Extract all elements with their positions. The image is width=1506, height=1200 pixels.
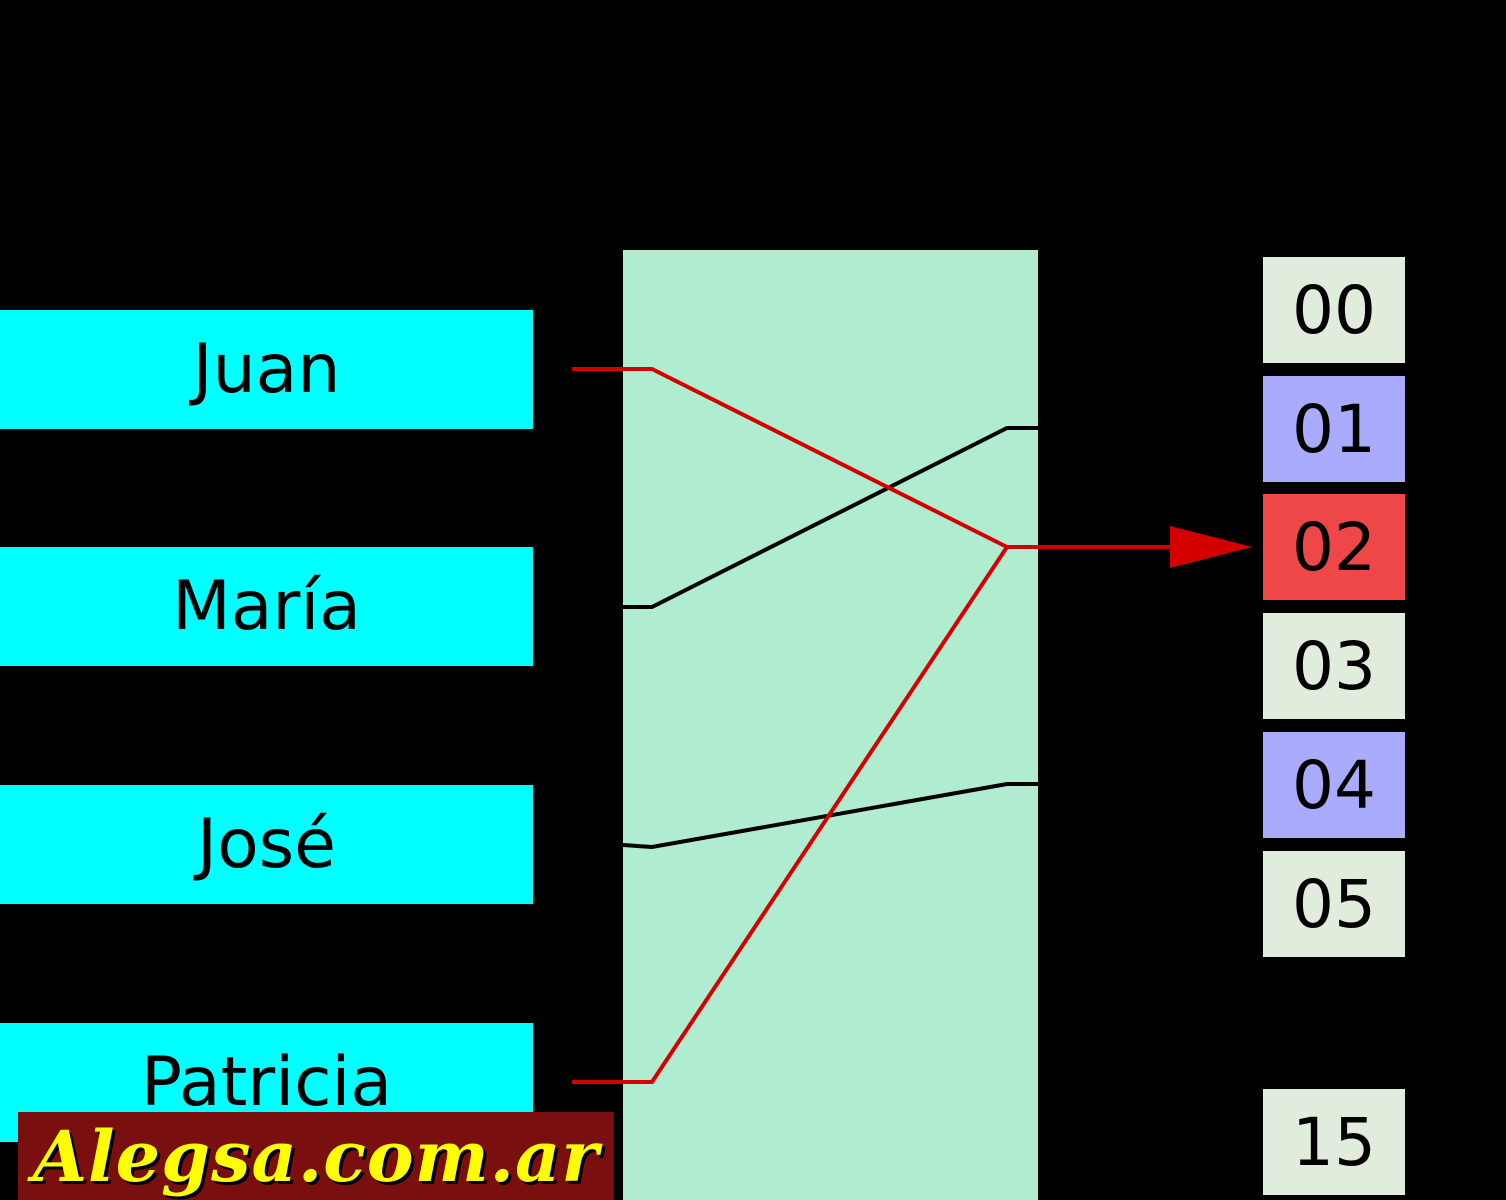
key-label-maria: María <box>172 567 361 646</box>
line-maria-to-01 <box>623 426 1038 609</box>
key-label-jose: José <box>197 805 336 884</box>
bucket-label-03: 03 <box>1292 627 1376 705</box>
hash-function-box <box>623 250 1038 1200</box>
bucket-03: 03 <box>1263 613 1405 719</box>
bucket-01: 01 <box>1263 376 1405 482</box>
bucket-label-01: 01 <box>1292 390 1376 468</box>
key-label-patricia: Patricia <box>140 1043 393 1122</box>
arrowhead-icon <box>1170 526 1252 568</box>
key-box-juan: Juan <box>0 310 533 429</box>
bucket-label-15: 15 <box>1292 1103 1376 1181</box>
watermark-banner: Alegsa.com.ar <box>18 1112 614 1200</box>
bucket-02: 02 <box>1263 494 1405 600</box>
bucket-label-05: 05 <box>1292 865 1376 943</box>
line-juan-to-02 <box>572 367 1008 549</box>
key-label-juan: Juan <box>192 330 341 409</box>
key-box-jose: José <box>0 785 533 904</box>
bucket-label-04: 04 <box>1292 746 1376 824</box>
bucket-label-02: 02 <box>1292 508 1376 586</box>
bucket-15: 15 <box>1263 1089 1405 1195</box>
bucket-04: 04 <box>1263 732 1405 838</box>
line-patricia-to-02 <box>572 545 1009 1084</box>
bucket-label-00: 00 <box>1292 271 1376 349</box>
bucket-05: 05 <box>1263 851 1405 957</box>
watermark-text: Alegsa.com.ar <box>32 1114 600 1198</box>
bucket-00: 00 <box>1263 257 1405 363</box>
key-box-maria: María <box>0 547 533 666</box>
